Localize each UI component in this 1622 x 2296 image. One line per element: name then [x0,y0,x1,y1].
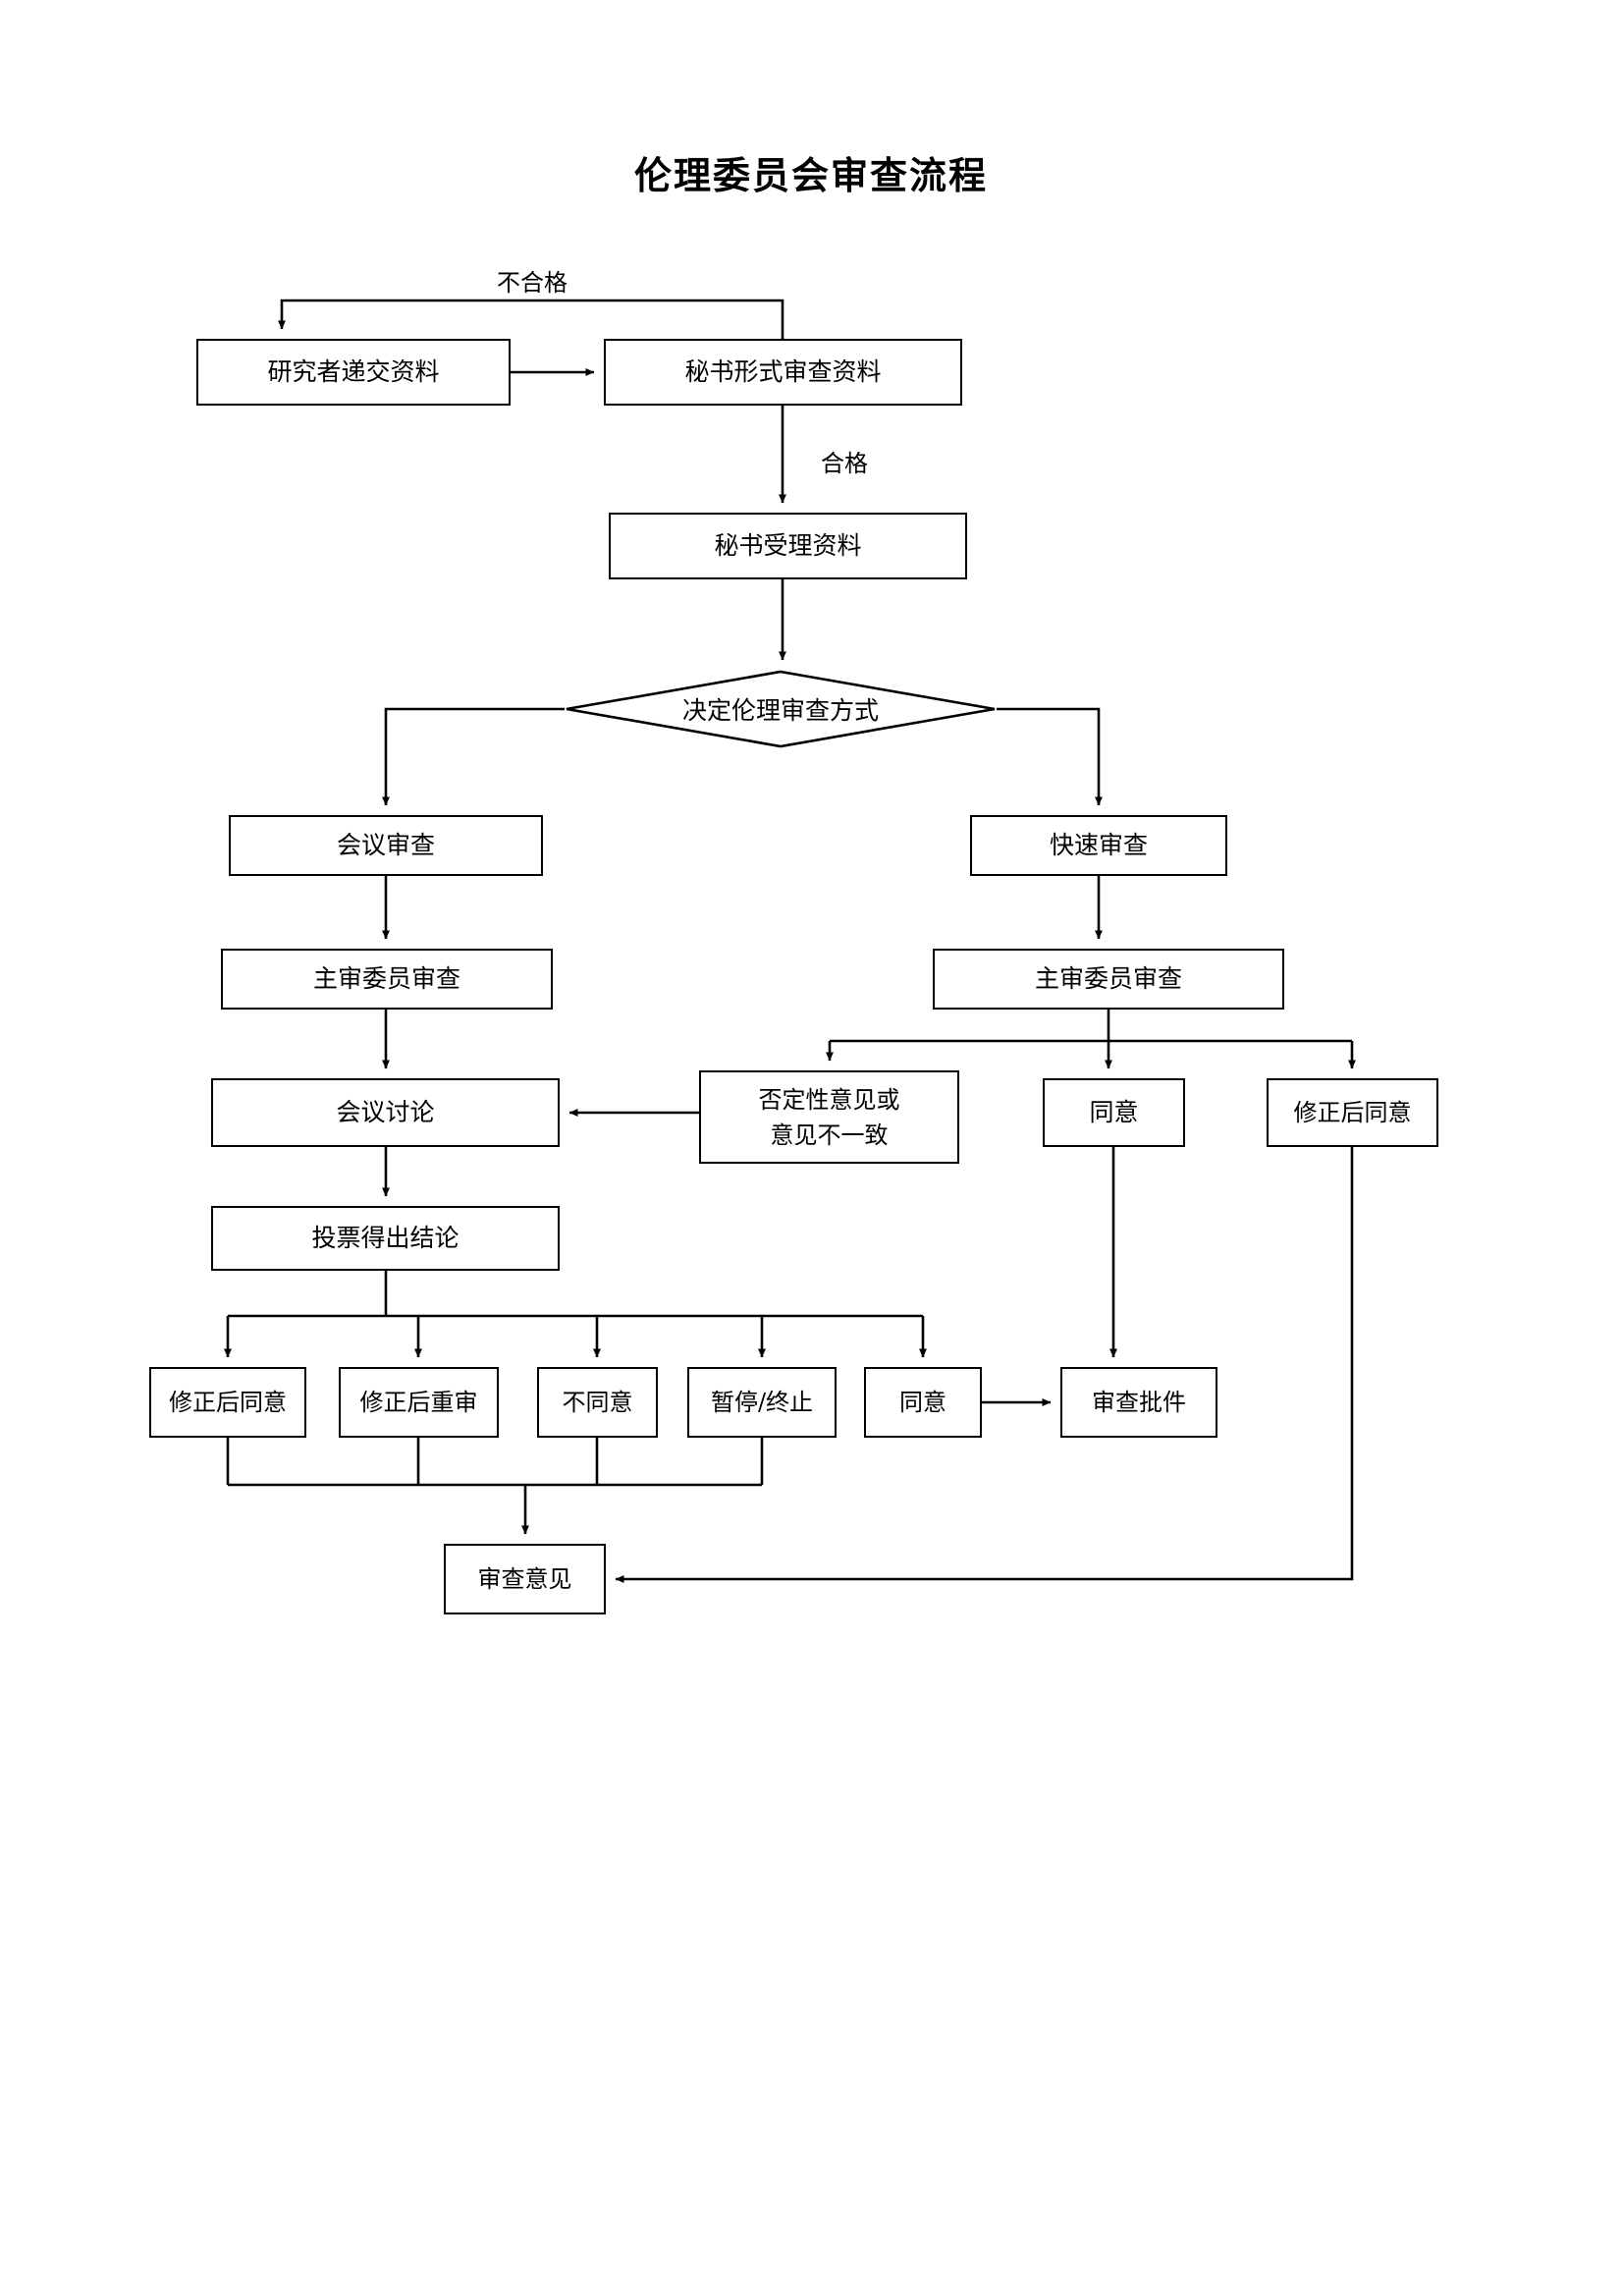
node-label: 会议讨论 [336,1098,435,1127]
node-lead-reviewer-meeting[interactable]: 主审委员审查 [221,949,553,1010]
node-label: 审查意见 [477,1564,572,1593]
node-label: 秘书受理资料 [714,531,862,561]
edge-label-text: 不合格 [497,269,568,297]
node-label: 快速审查 [1049,831,1148,860]
edge-formal-to-submit-fail [278,299,784,339]
edge-label-qualified: 合格 [815,444,874,478]
edge-label-unqualified: 不合格 [491,263,573,298]
node-label-line1: 否定性意见或 [758,1085,900,1114]
node-approval-document[interactable]: 审查批件 [1060,1367,1217,1438]
edge-decide-to-meeting [382,707,565,806]
page-title: 伦理委员会审查流程 [633,153,988,197]
node-review-opinion[interactable]: 审查意见 [444,1544,606,1614]
node-outcome-agree-after-modification[interactable]: 修正后同意 [149,1367,306,1438]
node-label: 修正后同意 [1293,1098,1412,1126]
node-label: 秘书形式审查资料 [684,357,882,387]
node-label: 修正后重审 [359,1388,478,1416]
node-label-line2: 意见不一致 [770,1121,889,1149]
node-label: 暂停/终止 [710,1388,814,1416]
node-outcome-agree[interactable]: 同意 [864,1367,982,1438]
node-outcome-suspend-terminate[interactable]: 暂停/终止 [687,1367,837,1438]
node-label: 不同意 [562,1388,633,1416]
node-meeting-discussion[interactable]: 会议讨论 [211,1078,560,1147]
node-secretary-accept[interactable]: 秘书受理资料 [609,513,967,579]
node-lead-reviewer-expedited[interactable]: 主审委员审查 [933,949,1284,1010]
node-expedited-agree-after-modification[interactable]: 修正后同意 [1267,1078,1438,1147]
node-label: 修正后同意 [169,1388,287,1416]
node-expedited-review[interactable]: 快速审查 [970,815,1227,876]
node-outcome-disagree[interactable]: 不同意 [537,1367,658,1438]
node-secretary-formal-review[interactable]: 秘书形式审查资料 [604,339,962,406]
node-expedited-agree[interactable]: 同意 [1043,1078,1185,1147]
node-negative-or-divergent-opinion[interactable]: 否定性意见或 意见不一致 [699,1070,959,1164]
edge-decide-to-expedited [997,707,1103,806]
node-meeting-review[interactable]: 会议审查 [229,815,543,876]
node-label: 同意 [1089,1098,1139,1127]
node-label: 主审委员审查 [312,964,460,994]
node-decide-review-mode[interactable]: 决定伦理审查方式 [565,670,997,748]
node-label: 研究者递交资料 [267,357,440,387]
node-label: 投票得出结论 [311,1224,460,1253]
node-label: 主审委员审查 [1034,964,1182,994]
edge-agree-mod-to-opinion [615,1147,1354,1583]
node-vote-conclusion[interactable]: 投票得出结论 [211,1206,560,1271]
edge-label-text: 合格 [821,450,868,477]
node-researcher-submit[interactable]: 研究者递交资料 [196,339,511,406]
node-label: 审查批件 [1092,1388,1186,1416]
node-label: 同意 [899,1388,946,1416]
node-outcome-rereview-after-modification[interactable]: 修正后重审 [339,1367,499,1438]
node-label: 会议审查 [336,831,435,860]
